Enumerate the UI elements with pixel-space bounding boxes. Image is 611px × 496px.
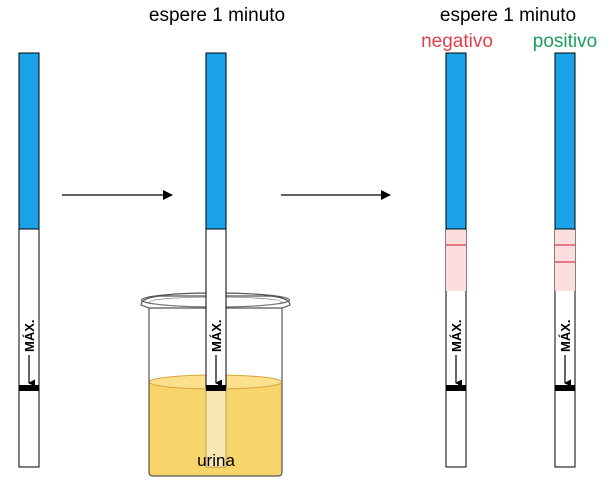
max-line xyxy=(19,385,39,391)
max-label: MÁX. xyxy=(449,320,464,353)
test-strip-negative: MÁX. xyxy=(445,52,467,468)
test-strip-positive: MÁX. xyxy=(554,52,576,468)
positive-label: positivo xyxy=(533,31,597,52)
test-zone xyxy=(446,230,466,291)
strip-handle xyxy=(18,52,40,230)
test-strip-dipped: MÁX. xyxy=(205,52,227,468)
liquid-label: urina xyxy=(197,451,235,470)
strip-handle xyxy=(445,52,467,230)
test-strip-dry: MÁX. xyxy=(18,52,40,468)
test-zone xyxy=(555,230,575,291)
max-label: MÁX. xyxy=(558,320,573,353)
beaker-wall xyxy=(148,308,283,477)
strip-handle xyxy=(205,52,227,230)
wait-label-step3: espere 1 minuto xyxy=(440,5,576,26)
max-label: MÁX. xyxy=(22,320,37,353)
max-line xyxy=(446,385,466,391)
wait-label-step2: espere 1 minuto xyxy=(149,5,285,26)
negative-label: negativo xyxy=(421,31,493,52)
max-label: MÁX. xyxy=(209,320,224,353)
strip-handle xyxy=(554,52,576,230)
strip-body xyxy=(18,228,40,468)
max-line xyxy=(555,385,575,391)
max-line xyxy=(206,385,226,391)
